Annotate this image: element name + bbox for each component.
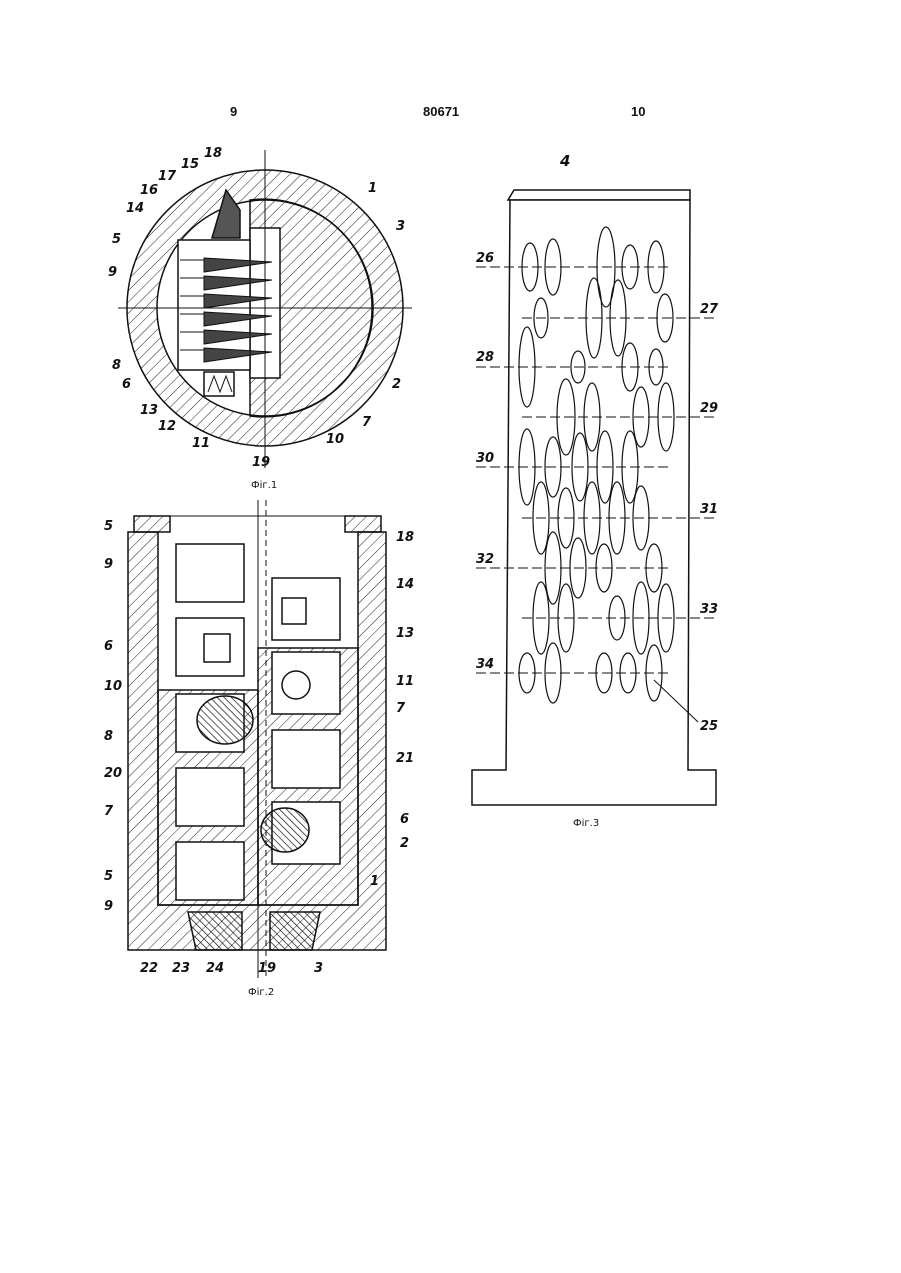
svg-text:5: 5: [112, 232, 121, 247]
svg-text:8: 8: [112, 358, 121, 373]
svg-text:9: 9: [108, 265, 117, 280]
svg-text:13: 13: [396, 626, 414, 641]
svg-text:3: 3: [314, 961, 323, 976]
sleeve-body: [472, 200, 716, 805]
svg-text:1: 1: [370, 874, 379, 889]
svg-text:29: 29: [700, 401, 718, 416]
svg-text:30: 30: [476, 451, 494, 466]
svg-text:7: 7: [362, 415, 372, 430]
svg-text:21: 21: [396, 751, 414, 766]
svg-text:20: 20: [104, 766, 122, 781]
svg-text:3: 3: [396, 219, 405, 234]
svg-text:33: 33: [700, 602, 718, 617]
svg-text:16: 16: [140, 183, 158, 198]
svg-text:6: 6: [122, 377, 131, 392]
svg-text:9: 9: [104, 557, 113, 572]
svg-text:2: 2: [400, 836, 409, 851]
svg-text:6: 6: [400, 812, 409, 827]
svg-text:8: 8: [104, 729, 113, 744]
svg-text:25: 25: [700, 719, 718, 734]
svg-text:24: 24: [206, 961, 224, 976]
svg-text:12: 12: [158, 419, 176, 434]
svg-text:9: 9: [104, 899, 113, 914]
svg-text:23: 23: [172, 961, 190, 976]
svg-text:34: 34: [476, 657, 494, 672]
svg-text:32: 32: [476, 552, 494, 567]
figure-3: [472, 190, 718, 805]
svg-text:7: 7: [104, 804, 114, 819]
svg-text:31: 31: [700, 502, 718, 517]
svg-text:14: 14: [126, 201, 144, 216]
svg-text:18: 18: [204, 146, 222, 161]
svg-text:27: 27: [700, 302, 719, 317]
figure-3-caption: Фіг.3: [573, 818, 599, 829]
svg-text:1: 1: [368, 181, 377, 196]
svg-text:7: 7: [396, 701, 406, 716]
svg-text:10: 10: [326, 432, 344, 447]
svg-text:26: 26: [476, 251, 494, 266]
svg-text:15: 15: [181, 157, 199, 172]
svg-text:22: 22: [140, 961, 158, 976]
svg-text:19: 19: [258, 961, 276, 976]
svg-text:6: 6: [104, 639, 113, 654]
figure-2: [128, 500, 386, 978]
svg-text:11: 11: [192, 436, 210, 451]
svg-text:5: 5: [104, 519, 113, 534]
svg-text:28: 28: [476, 350, 494, 365]
svg-text:4: 4: [559, 152, 570, 170]
svg-text:13: 13: [140, 403, 158, 418]
figure-2-caption: Фіг.2: [248, 987, 274, 998]
svg-text:2: 2: [392, 377, 401, 392]
svg-text:18: 18: [396, 530, 414, 545]
figure-1-caption: Фіг.1: [251, 480, 277, 491]
svg-text:10: 10: [104, 679, 122, 694]
svg-text:5: 5: [104, 869, 113, 884]
svg-text:11: 11: [396, 674, 414, 689]
svg-text:19: 19: [252, 455, 270, 470]
svg-text:17: 17: [158, 169, 177, 184]
svg-text:14: 14: [396, 577, 414, 592]
